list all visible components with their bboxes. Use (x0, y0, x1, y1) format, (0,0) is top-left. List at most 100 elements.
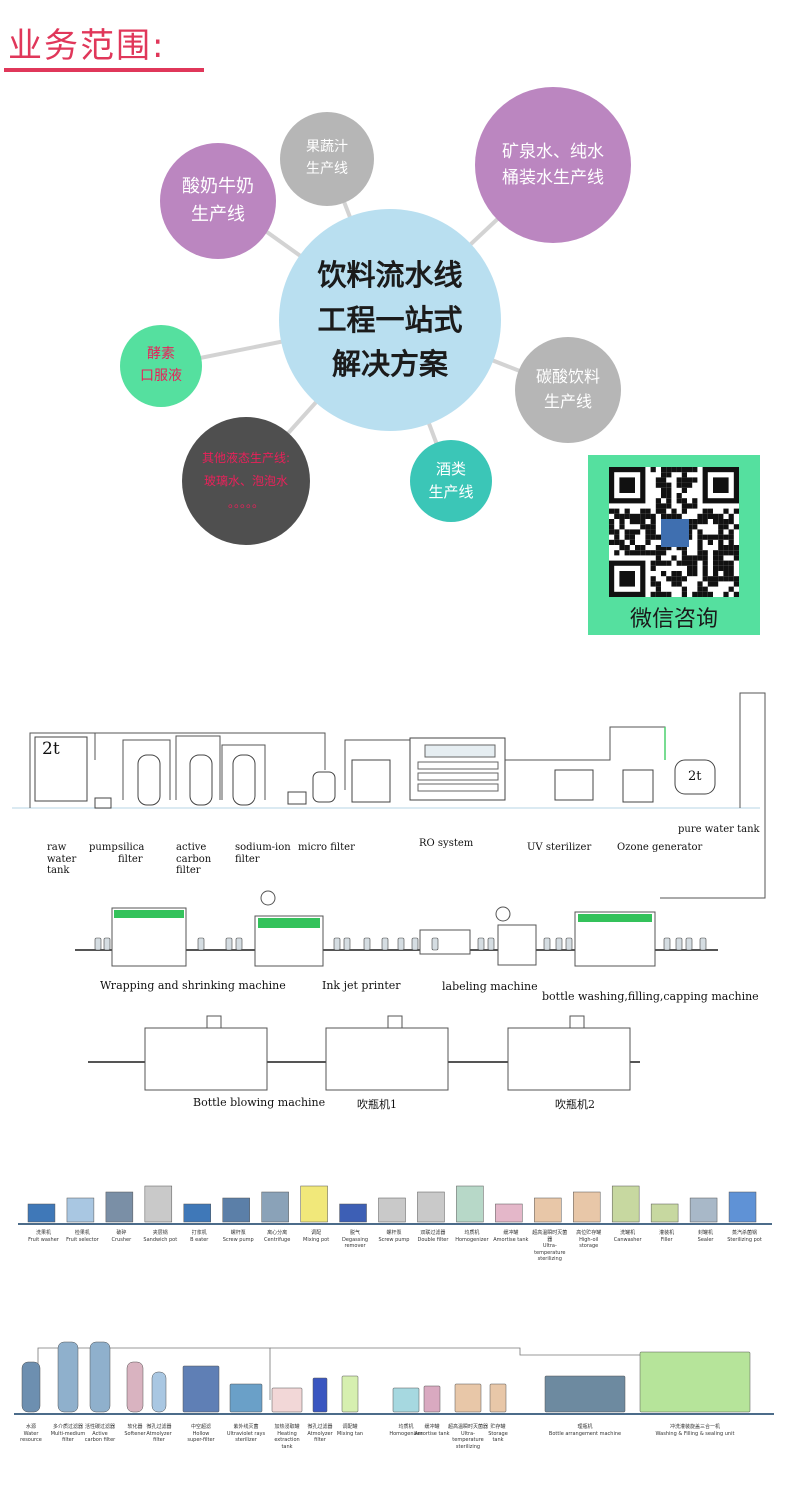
juice-label-1: 检果机 Fruit selector (66, 1230, 99, 1243)
juice-equipment-12 (495, 1203, 523, 1223)
juice-equipment-11 (456, 1185, 484, 1223)
beverage-label-11: 缓冲罐 Amortise tank (414, 1424, 450, 1437)
qr-code-icon (609, 467, 739, 597)
blowing-machines (144, 1015, 631, 1091)
label-pump: pump (89, 842, 118, 853)
beverage-equipment-9 (341, 1375, 359, 1413)
juice-label-8: 脱气 Degassing remover (341, 1230, 369, 1249)
pure-tank-volume: 2t (688, 769, 702, 784)
juice-label-7: 调配 Mixing pot (303, 1230, 330, 1243)
juice-equipment-8 (339, 1203, 367, 1223)
juice-label-15: 洗罐机 Canwasher (613, 1230, 642, 1243)
juice-equipment-2 (105, 1191, 134, 1223)
juice-equipment-15 (611, 1185, 640, 1223)
juice-equipment-18 (728, 1191, 757, 1223)
pump (94, 797, 112, 809)
beverage-equipment-2 (89, 1341, 111, 1413)
juice-equipment-9 (378, 1197, 406, 1223)
label-washing-filling-capping: bottle washing,filling,capping machine (542, 990, 759, 1003)
juice-label-11: 均质机 Homogenizer (455, 1230, 489, 1243)
beverage-label-1: 多介质过滤器 Multi-medium filter (50, 1424, 86, 1443)
filter-columns (137, 754, 256, 806)
pure-water-tank (674, 759, 716, 795)
label-pure-water-tank: pure water tank (678, 824, 760, 835)
label-ink-jet-printer: Ink jet printer (322, 979, 401, 992)
beverage-label-14: 理瓶机 Bottle arrangement machine (548, 1424, 622, 1437)
beverage-equipment-15 (639, 1351, 751, 1413)
hub-one-stop-solution: 饮料流水线 工程一站式 解决方案 (279, 209, 501, 431)
beverage-equipment-4 (151, 1371, 167, 1413)
beverage-equipment-12 (454, 1383, 482, 1413)
beverage-label-3: 软化器 Softener (124, 1424, 146, 1437)
beverage-equipment-7 (271, 1387, 303, 1413)
juice-equipment (27, 1185, 757, 1223)
juice-label-4: 打浆机 B eater (190, 1230, 209, 1243)
uv-sterilizer (554, 769, 594, 801)
beverage-label-7: 加热浸取罐 Heating extraction tank (274, 1424, 300, 1450)
juice-label-12: 缓冲罐 Amortise tank (493, 1230, 529, 1243)
label-blowing-machine-2: 吹瓶机2 (555, 1098, 595, 1111)
qr-caption: 微信咨询 (629, 607, 718, 632)
beverage-equipment-11 (423, 1385, 441, 1413)
juice-equipment-5 (222, 1197, 250, 1223)
juice-label-17: 封罐机 Sealer (697, 1230, 714, 1243)
juice-equipment-16 (650, 1203, 679, 1223)
beverage-equipment (21, 1341, 751, 1413)
bubble-liquor-line: 酒类 生产线 (410, 440, 492, 522)
label-uv-sterilizer: UV sterilizer (527, 842, 592, 853)
juice-label-2: 破碎 Crusher (111, 1230, 132, 1243)
beverage-equipment-1 (57, 1341, 79, 1413)
bubble-yogurt-milk-line: 酸奶牛奶 生产线 (160, 143, 276, 259)
beverage-equipment-13 (489, 1383, 507, 1413)
bubble-mineral-water-line: 矿泉水、纯水 桶装水生产线 (475, 87, 631, 243)
page-title: 业务范围: (8, 26, 166, 66)
juice-label-16: 灌装机 Filler (659, 1230, 675, 1243)
ro-system (409, 737, 506, 801)
label-blowing-machine-1: 吹瓶机1 (357, 1098, 397, 1111)
beverage-equipment-3 (126, 1361, 144, 1413)
juice-label-13: 超高温瞬时灭菌器 Ultra-temperature sterilizing (532, 1230, 568, 1262)
bottle-row (94, 937, 707, 951)
label-raw-water-tank: raw water tank (47, 842, 77, 876)
beverage-label-8: 微孔过滤器 Atmolyzer filter (307, 1424, 333, 1443)
juice-label-14: 高位贮存罐 High-oil storage (576, 1230, 602, 1249)
juice-label-3: 夹层锅 Sandwich pot (143, 1230, 178, 1243)
juice-label-0: 洗果机 Fruit washer (28, 1230, 59, 1243)
beverage-equipment-8 (312, 1377, 328, 1413)
beverage-label-4: 微孔过滤器 Atmolyzer filter (146, 1424, 172, 1443)
bubble-fruit-juice-line: 果蔬汁 生产线 (280, 112, 374, 206)
bubble-enzyme-oral-liquid: 酵素 口服液 (120, 325, 202, 407)
juice-equipment-3 (144, 1185, 173, 1223)
juice-equipment-6 (261, 1191, 289, 1223)
return-pipe (660, 692, 766, 899)
juice-equipment-7 (300, 1185, 328, 1223)
juice-label-6: 离心分离 Centrifuge (263, 1230, 291, 1243)
beverage-equipment-0 (21, 1361, 41, 1413)
beverage-label-6: 紫外线灭菌 Ultraviolet rays sterilizer (226, 1424, 266, 1443)
beverage-label-5: 中空超滤 Hollow super-filter (187, 1424, 215, 1443)
label-labeling-machine: labeling machine (442, 980, 538, 993)
beverage-label-10: 均质机 Homogenizer (389, 1424, 423, 1437)
beverage-label-9: 调配罐 Mixing tan (336, 1424, 364, 1437)
juice-label-18: 蒸汽杀菌锅 Sterilizing pot (727, 1230, 762, 1243)
juice-equipment-4 (183, 1203, 211, 1223)
beverage-equipment-5 (182, 1365, 220, 1413)
ozone-generator (622, 769, 654, 803)
beverage-equipment-10 (392, 1387, 420, 1413)
juice-label-10: 双联过滤器 Double filter (417, 1230, 449, 1243)
wechat-qr-code[interactable] (609, 467, 739, 597)
juice-equipment-0 (27, 1203, 56, 1223)
label-active-carbon-filter: active carbon filter (176, 842, 212, 876)
raw-tank-volume: 2t (42, 739, 60, 759)
micro-filter (312, 771, 336, 803)
bottling-machines (111, 890, 656, 967)
bubble-carbonated-line: 碳酸饮料 生产线 (515, 337, 621, 443)
juice-equipment-10 (417, 1191, 445, 1223)
label-ro-system: RO system (419, 838, 474, 849)
label-silica-filter: silica filter (118, 842, 145, 865)
qr-consult-panel: 微信咨询 (588, 455, 760, 635)
label-micro-filter: micro filter (298, 842, 355, 853)
juice-label-9: 螺杆泵 Screw pump (378, 1230, 410, 1243)
juice-equipment-1 (66, 1197, 95, 1223)
beverage-label-15: 冲洗灌装旋盖三合一机 Washing & Filling & sealing u… (655, 1424, 735, 1437)
